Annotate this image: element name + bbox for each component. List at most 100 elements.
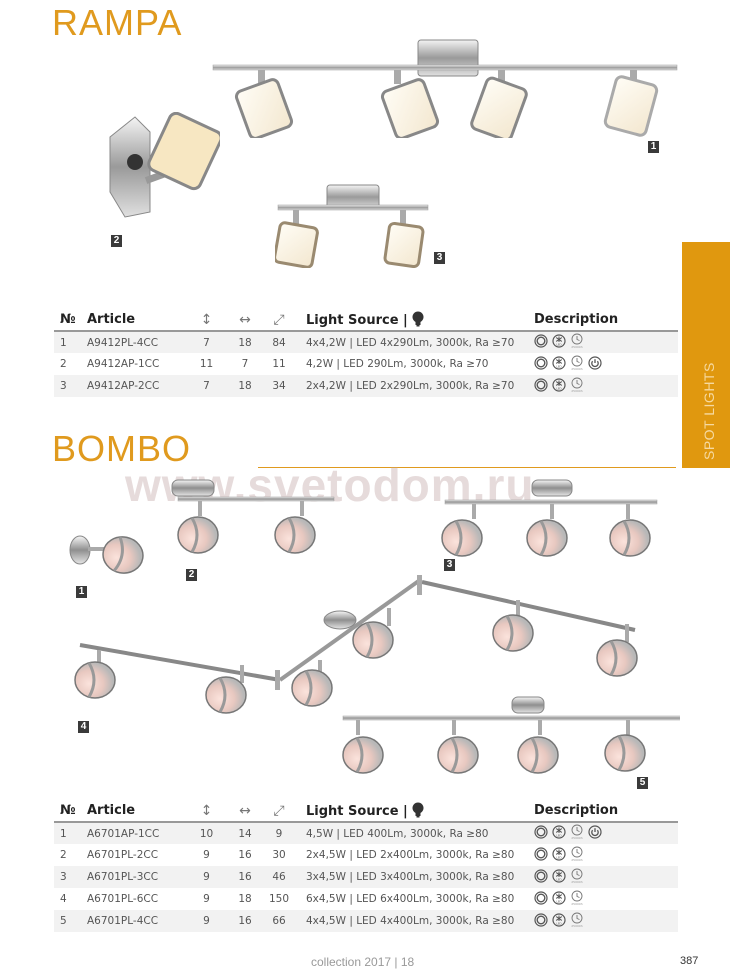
svg-text:LED: LED [556,343,561,347]
row-number: 5 [54,910,87,932]
rotate-icon [534,846,548,865]
svg-text:25000h: 25000h [571,902,583,906]
svg-text:LED: LED [556,834,561,838]
led-icon: LED [552,824,566,843]
lifetime-25000h-icon: 25000h [570,824,584,843]
diagonal-icon: ⤢ [273,311,285,328]
width-value: 14 [226,822,264,844]
height-icon: ↕ [200,311,213,328]
lifetime-25000h-icon: 25000h [570,912,584,931]
height-value: 7 [187,331,226,353]
header-number: № [54,309,87,332]
width-value: 18 [238,893,252,905]
product-badge-bombo-3: 3 [444,559,455,571]
diagonal-value: 9 [264,822,294,844]
svg-text:25000h: 25000h [571,389,583,393]
product-badge-rampa-1: 1 [648,141,659,153]
description-icons: LED 25000h [534,822,678,844]
side-category-tab: SPOT LIGHTS [682,242,730,468]
bulb-icon [412,311,424,327]
header-number: № [54,800,87,823]
article-code: A9412PL-4CC [87,331,187,353]
svg-text:LED: LED [556,386,561,390]
row-number: 4 [60,893,67,905]
product-image-rampa-1 [212,39,678,138]
article-code: A6701AP-1CC [87,822,187,844]
lifetime-25000h-icon: 25000h [570,890,584,909]
rotate-icon [534,824,548,843]
light-source: 4x4,5W | LED 4x400Lm, 3000k, Ra ≥80 [294,910,534,932]
description-icons: LED 25000h [534,353,678,375]
height-value: 9 [187,866,226,888]
height-value: 7 [187,375,226,397]
product-image-rampa-3 [275,184,429,268]
light-source: 2x4,5W | LED 2x400Lm, 3000k, Ra ≥80 [306,849,515,861]
led-icon: LED [552,333,566,352]
page-number: 387 [680,955,699,967]
width-value: 16 [238,849,252,861]
diagonal-value: 11 [272,358,286,370]
width-value: 18 [226,331,264,353]
height-value: 9 [187,910,226,932]
width-value: 7 [241,358,249,370]
led-icon: LED [552,377,566,396]
light-source: 4,5W | LED 400Lm, 3000k, Ra ≥80 [294,822,534,844]
section-title-bombo: BOMBO [52,428,192,469]
height-value: 11 [199,358,214,370]
svg-text:LED: LED [556,899,561,903]
lifetime-25000h-icon: 25000h [570,333,584,352]
svg-text:LED: LED [556,921,561,925]
product-badge-rampa-2: 2 [111,235,122,247]
switch-icon [588,824,602,843]
svg-text:25000h: 25000h [571,924,583,928]
product-badge-bombo-1: 1 [76,586,87,598]
diagonal-value: 34 [264,375,294,397]
diagonal-value: 30 [272,849,286,861]
product-badge-bombo-4: 4 [78,721,89,733]
header-light-source: Light Source | [306,313,408,328]
led-icon: LED [552,912,566,931]
rotate-icon [534,355,548,374]
description-icons: LED 25000h [534,844,678,866]
rotate-icon [534,868,548,887]
svg-text:25000h: 25000h [571,345,583,349]
rotate-icon [534,377,548,396]
led-icon: LED [552,846,566,865]
light-source: 3x4,5W | LED 3x400Lm, 3000k, Ra ≥80 [294,866,534,888]
section-title-rampa: RAMPA [52,2,183,43]
width-icon: ↔ [239,311,251,328]
svg-text:25000h: 25000h [571,858,583,862]
diagonal-icon: ⤢ [273,802,285,819]
height-value: 9 [203,849,210,861]
diagonal-value: 46 [264,866,294,888]
header-description: Description [534,309,678,332]
diagonal-value: 150 [268,893,290,905]
width-value: 16 [226,866,264,888]
header-article: Article [87,800,187,823]
row-number: 3 [54,866,87,888]
switch-icon [588,355,602,374]
light-source: 2x4,2W | LED 2x290Lm, 3000k, Ra ≥70 [294,375,534,397]
row-number: 3 [54,375,87,397]
product-badge-rampa-3: 3 [434,252,445,264]
lifetime-25000h-icon: 25000h [570,846,584,865]
article-code: A6701PL-6CC [87,893,159,905]
svg-text:LED: LED [556,855,561,859]
lifetime-25000h-icon: 25000h [570,377,584,396]
led-icon: LED [552,890,566,909]
rotate-icon [534,912,548,931]
svg-text:25000h: 25000h [571,367,583,371]
svg-text:LED: LED [556,877,561,881]
description-icons: LED 25000h [534,910,678,932]
lifetime-25000h-icon: 25000h [570,355,584,374]
spec-table-rampa: № Article ↕ ↔ ⤢ Light Source | Descripti… [54,309,678,397]
svg-text:LED: LED [556,364,561,368]
row-number: 2 [60,849,67,861]
